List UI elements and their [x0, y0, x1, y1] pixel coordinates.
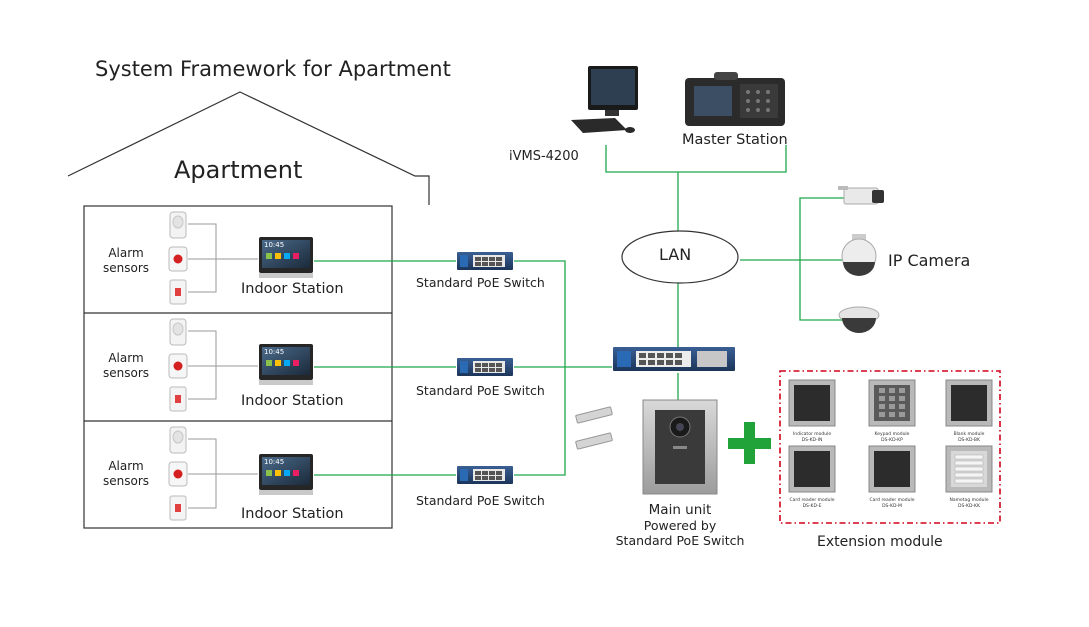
indoor-station-label-2: Indoor Station	[241, 393, 344, 409]
extension-module-code: DS-KD-KK	[958, 503, 981, 509]
speed-dome-icon	[841, 234, 877, 276]
extension-module-code: DS-KD-BK	[958, 437, 981, 443]
extension-module-name: Card reader module	[789, 497, 834, 503]
poe-switch-icon-floor-1	[457, 252, 513, 270]
plus-icon	[728, 422, 771, 464]
extension-module-name: Indicator module	[793, 431, 831, 437]
extension-module-code: DS-KD-E	[803, 503, 822, 509]
ip-camera-label: IP Camera	[888, 251, 971, 270]
magnetic-lock-icon-1	[575, 406, 613, 424]
extension-module-code: DS-KD-M	[882, 503, 902, 509]
indoor-station-label-3: Indoor Station	[241, 506, 344, 522]
monitor-time-2: 10:45	[264, 348, 285, 356]
page-title: System Framework for Apartment	[95, 57, 451, 81]
switch-label-3: Standard PoE Switch	[416, 493, 545, 508]
extension-module-label: Extension module	[817, 534, 943, 550]
lan-label: LAN	[659, 245, 692, 264]
door-station-icon	[642, 399, 718, 495]
magnetic-lock-icon-2	[575, 432, 613, 450]
ivms-label: iVMS-4200	[509, 149, 579, 164]
indoor-station-label-1: Indoor Station	[241, 281, 344, 297]
apartment-label: Apartment	[174, 156, 303, 184]
extension-module-name: Nametag module	[950, 497, 989, 503]
monitor-time-1: 10:45	[264, 241, 285, 249]
floor-3-devices	[168, 426, 313, 521]
master-station-label: Master Station	[682, 132, 788, 148]
switch-label-2: Standard PoE Switch	[416, 383, 545, 398]
floor-2-devices	[168, 318, 313, 412]
extension-module-name: Card reader module	[869, 497, 914, 503]
monitor-time-3: 10:45	[264, 458, 285, 466]
extension-module-code: DS-KD-IN	[802, 437, 823, 443]
master-station-icon	[685, 72, 785, 126]
main-unit-label: Main unit Powered by Standard PoE Switch	[600, 502, 760, 549]
extension-module-name: Blank module	[954, 431, 985, 437]
main-unit-line1: Main unit	[648, 502, 712, 518]
switch-label-1: Standard PoE Switch	[416, 275, 545, 290]
network-wiring	[314, 145, 848, 476]
main-unit-line2: Powered by	[643, 518, 717, 533]
computer-icon	[571, 66, 638, 133]
dome-camera-icon	[838, 306, 880, 333]
extension-frame	[779, 370, 1001, 524]
box-camera-icon	[838, 186, 884, 205]
lan-cloud	[621, 230, 739, 284]
house-roof	[67, 91, 430, 205]
core-switch-icon	[613, 347, 735, 371]
extension-module-name: Keypad module	[875, 431, 910, 437]
main-unit-line3: Standard PoE Switch	[615, 533, 745, 548]
extension-module-code: DS-KD-KP	[881, 437, 903, 443]
floor-1-devices	[168, 211, 313, 305]
poe-switch-icon-floor-3	[457, 466, 513, 484]
poe-switch-icon-floor-2	[457, 358, 513, 376]
